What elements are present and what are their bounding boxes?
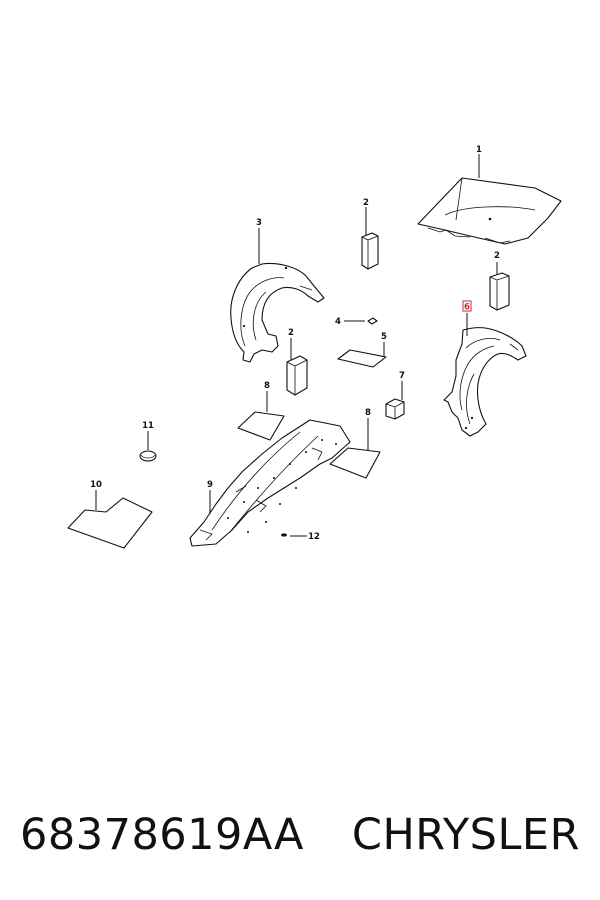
- part-2-insulator-block-right: [489, 272, 510, 311]
- part-8-pad-left: [237, 411, 285, 441]
- part-2-insulator-block: [361, 232, 379, 270]
- callout-11: 11: [142, 421, 154, 431]
- callout-1: 1: [476, 145, 482, 155]
- part-9-floor-silencer: [189, 419, 351, 547]
- callout-8-right: 8: [365, 408, 371, 418]
- part-1-floor-panel: [417, 177, 562, 245]
- part-5-pad: [337, 349, 387, 368]
- callout-7: 7: [399, 371, 405, 381]
- callout-6: 6: [464, 303, 470, 313]
- callout-9: 9: [207, 480, 213, 490]
- part-8-pad-right: [329, 447, 381, 479]
- callout-2-top: 2: [363, 198, 369, 208]
- callout-2-right: 2: [494, 251, 500, 261]
- part-7-block: [385, 398, 405, 420]
- part-2-insulator-block-center: [286, 355, 308, 396]
- part-10-floor-pad: [67, 497, 153, 549]
- callout-10: 10: [90, 480, 102, 490]
- callout-3: 3: [256, 218, 262, 228]
- callout-12: 12: [308, 532, 320, 542]
- callout-2-center: 2: [288, 328, 294, 338]
- part-12-fastener: [281, 533, 287, 537]
- highlight-box: [462, 300, 472, 312]
- callout-5: 5: [381, 332, 387, 342]
- part-6-wheelhouse-liner-right: [443, 327, 527, 437]
- part-11-plug: [139, 450, 157, 462]
- brand-name: CHRYSLER: [351, 810, 580, 860]
- part-4-clip: [367, 317, 378, 325]
- callout-8-left: 8: [264, 381, 270, 391]
- callout-4: 4: [335, 317, 341, 327]
- part-3-wheelhouse-liner-left: [230, 262, 325, 363]
- caption: 68378619AA CHRYSLER: [0, 800, 600, 870]
- part-number: 68378619AA: [20, 810, 304, 860]
